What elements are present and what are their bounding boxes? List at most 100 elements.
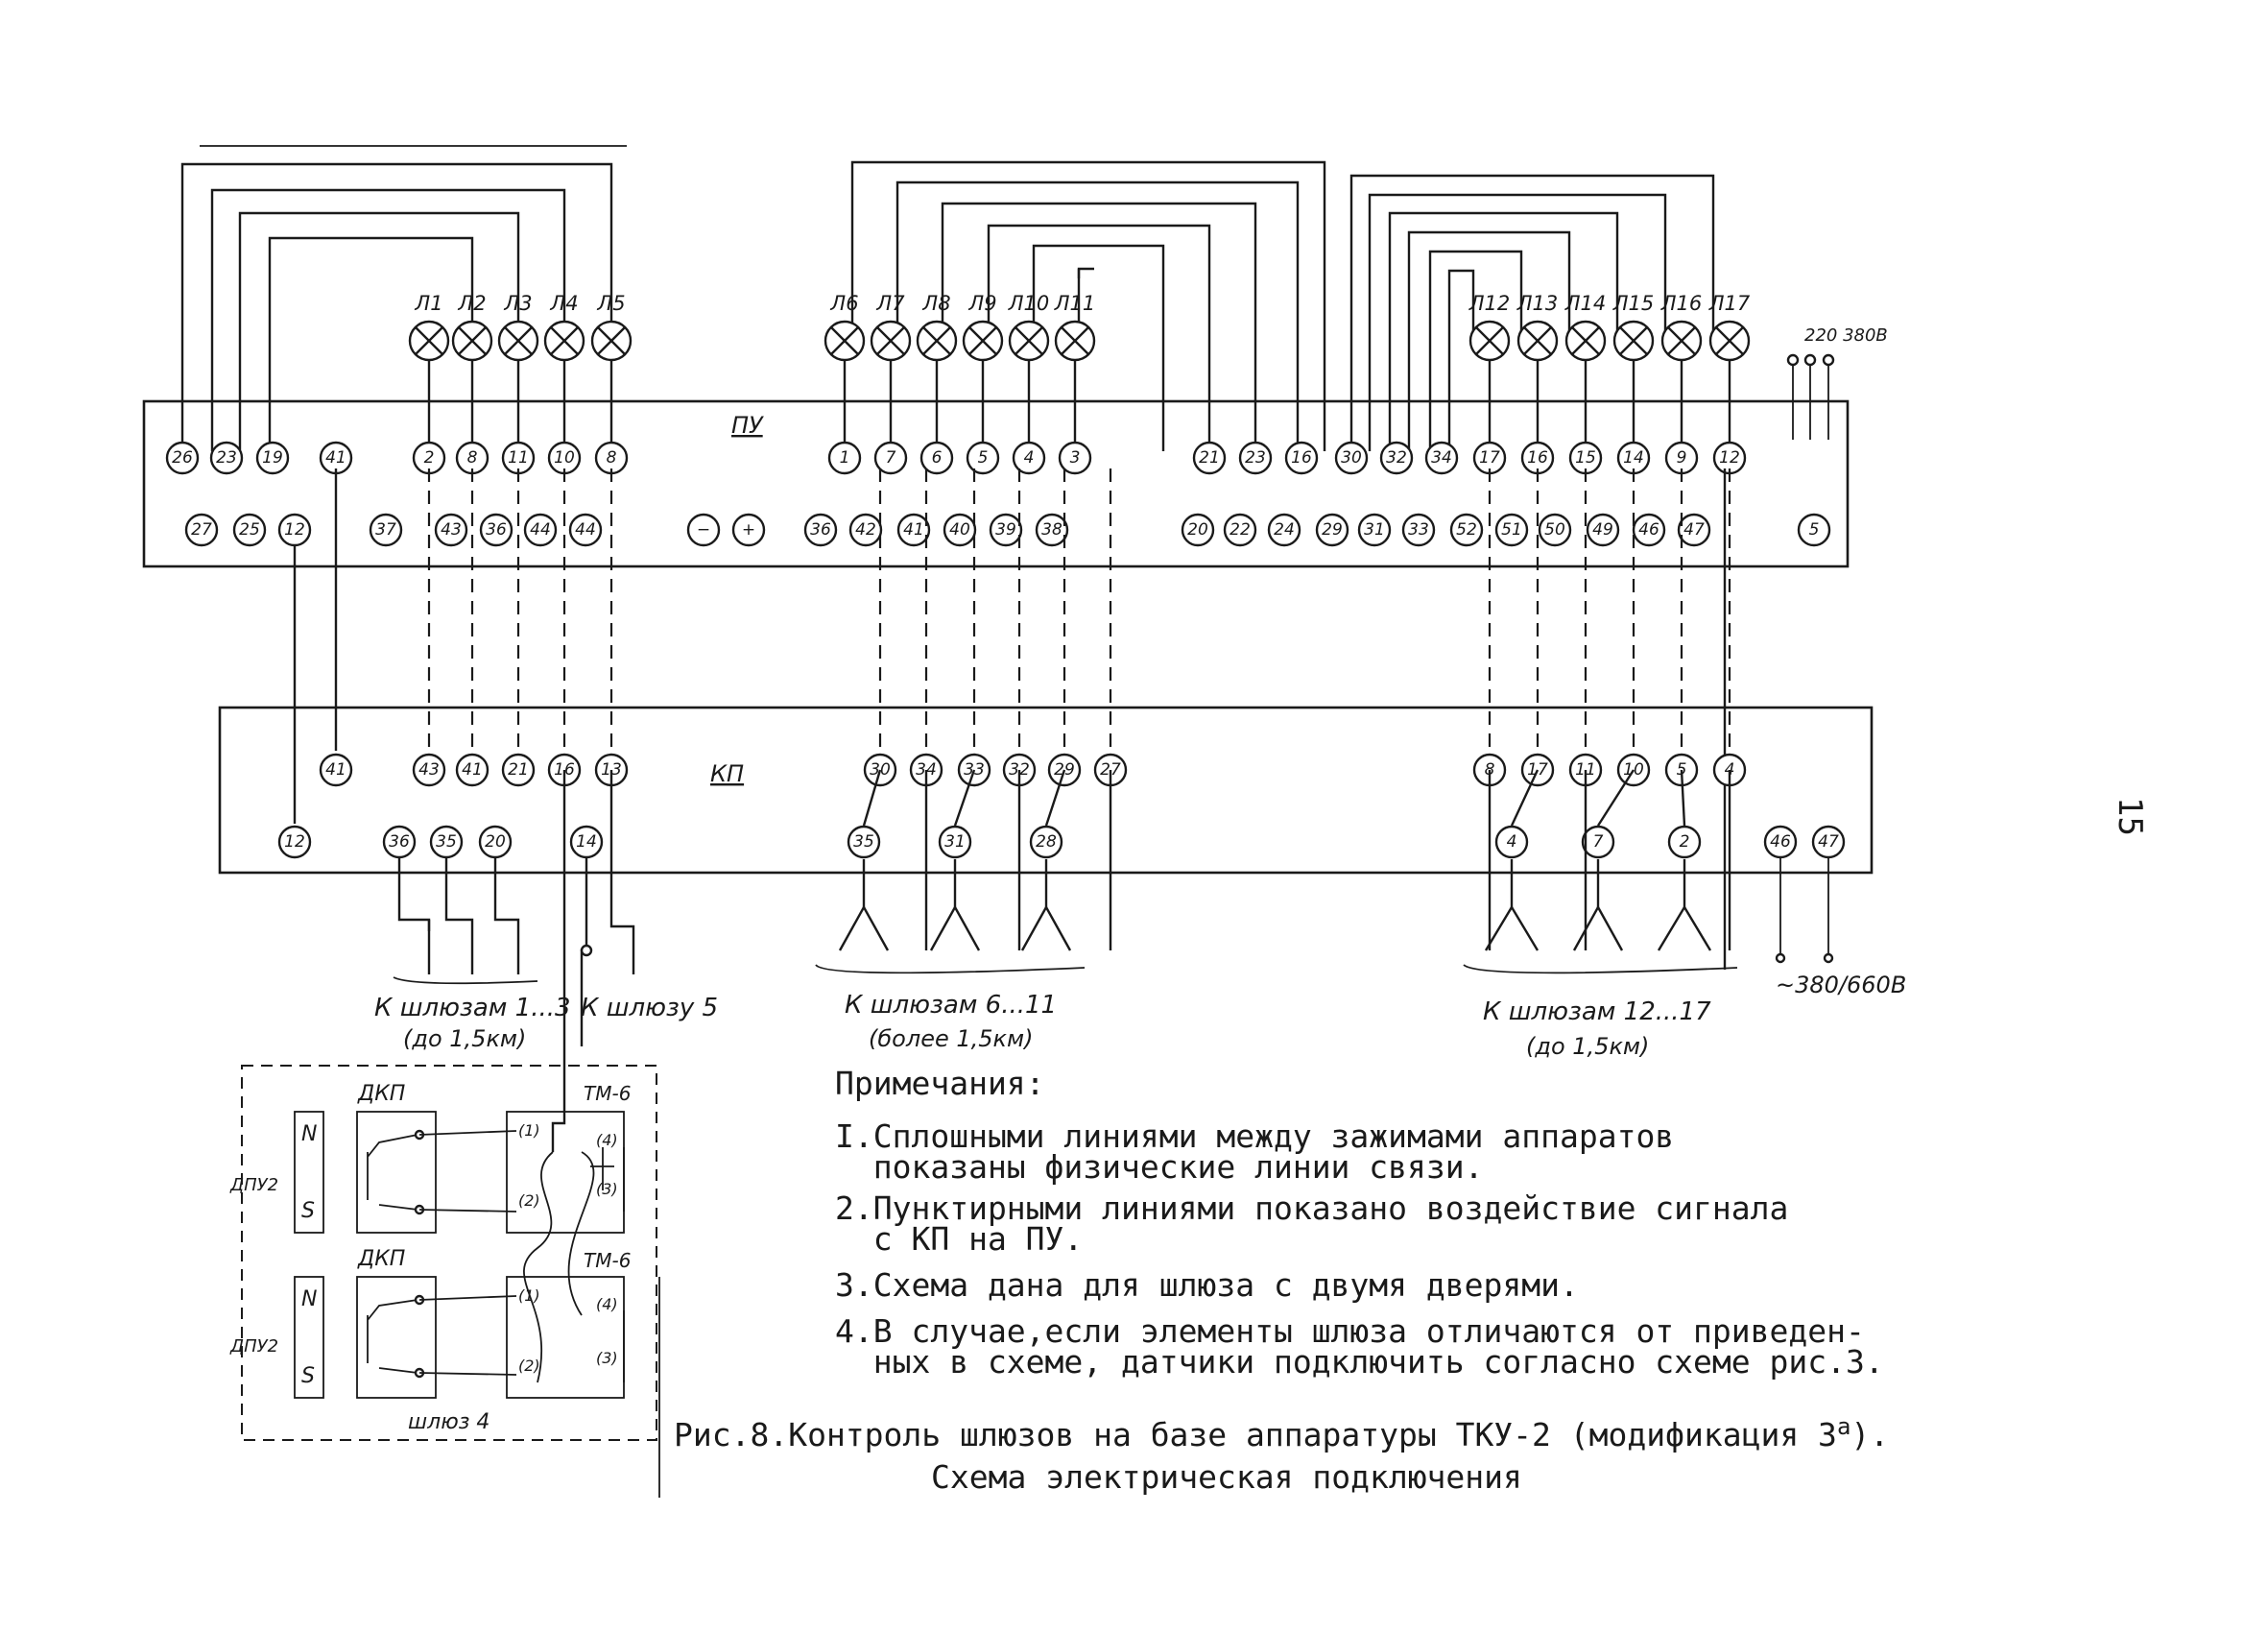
- lamp-1-4: Л4: [543, 292, 585, 451]
- pu-bottom-terminal-3: 12: [277, 513, 312, 547]
- pu-bottom-terminal-25: 50: [1538, 513, 1572, 547]
- pu-top-terminal-10: 1: [827, 441, 862, 475]
- lamp-1-2: Л2: [451, 292, 493, 451]
- pu-bottom-terminal-1: 27: [184, 513, 219, 547]
- pu-top-terminal-13: 5: [966, 441, 1000, 475]
- pu-top-terminal-21: 34: [1424, 441, 1459, 475]
- terminal-number: 35: [853, 832, 874, 852]
- lamp-2-5: Л10: [1008, 292, 1050, 451]
- pu-top-terminal-12: 6: [919, 441, 954, 475]
- lamp-label: Л15: [1612, 292, 1655, 315]
- pu-bottom-terminal-16: 38: [1035, 513, 1069, 547]
- terminal-number: 35: [436, 832, 457, 852]
- note-line-1: I.Сплошными линиями между зажимами аппар…: [835, 1117, 1674, 1155]
- pu-top-terminal-19: 30: [1334, 441, 1369, 475]
- svg-text:(4): (4): [596, 1295, 618, 1313]
- pu-bottom-terminal-29: 5: [1797, 513, 1831, 547]
- pu-bottom-terminal-21: 31: [1357, 513, 1392, 547]
- terminal-number: 44: [575, 520, 596, 540]
- pu-bottom-terminal-23: 52: [1449, 513, 1484, 547]
- terminal-number: 11: [508, 448, 529, 468]
- terminal-number: 46: [1770, 832, 1791, 852]
- terminal-number: 34: [1431, 448, 1452, 468]
- note-line-2: показаны физические линии связи.: [835, 1148, 1484, 1186]
- terminal-number: 36: [810, 520, 831, 540]
- terminal-number: 37: [375, 520, 396, 540]
- pu-bottom-terminal-10: +: [731, 513, 766, 547]
- lamp-label: Л10: [1008, 292, 1050, 315]
- sluice4-label: шлюз 4: [408, 1410, 489, 1434]
- svg-text:(4): (4): [596, 1131, 618, 1149]
- pu-bottom-terminal-13: 41: [896, 513, 931, 547]
- sluice-captions: К шлюзам 1...3 (до 1,5км) К шлюзу 5 К шл…: [374, 972, 1906, 1060]
- svg-text:ДКП: ДКП: [357, 1082, 405, 1106]
- terminal-number: 36: [389, 832, 410, 852]
- pu-bottom-terminal-17: 20: [1181, 513, 1215, 547]
- lamp-label: Л6: [829, 292, 858, 315]
- lamp-3-6: Л17: [1708, 292, 1751, 451]
- svg-text:ДПУ2: ДПУ2: [229, 1336, 278, 1357]
- kp-bottom-terminal-1: 12: [277, 825, 312, 859]
- svg-text:ДКП: ДКП: [357, 1247, 405, 1271]
- terminal-number: 38: [1041, 520, 1062, 540]
- terminal-number: 41: [903, 520, 924, 540]
- pu-bottom-terminal-8: 44: [568, 513, 603, 547]
- terminal-number: 7: [1593, 832, 1604, 852]
- pu-bottom-terminal-6: 36: [479, 513, 513, 547]
- terminal-number: 36: [486, 520, 507, 540]
- kp-bottom-terminal-6: 35: [847, 825, 881, 859]
- kp-label: КП: [710, 760, 744, 787]
- lamp-label: Л7: [875, 292, 905, 315]
- terminal-number: 12: [284, 832, 305, 852]
- terminal-number: 41: [462, 760, 483, 780]
- lamp-3-5: Л16: [1660, 292, 1702, 451]
- terminal-number: 4: [1507, 832, 1517, 852]
- kp-top-terminal-1: 41: [319, 753, 353, 787]
- lamp-label: Л14: [1564, 292, 1607, 315]
- svg-text:S: S: [301, 1364, 315, 1388]
- terminal-number: 28: [1036, 832, 1057, 852]
- terminal-number: 6: [932, 448, 943, 468]
- svg-text:ТМ-6: ТМ-6: [584, 1082, 631, 1105]
- terminal-number: 5: [1809, 520, 1820, 540]
- lamp-3-1: Л12: [1468, 292, 1510, 451]
- svg-text:(3): (3): [596, 1349, 618, 1367]
- pu-bottom-terminal-14: 40: [943, 513, 977, 547]
- terminal-number: 43: [441, 520, 462, 540]
- lamp-label: Л5: [596, 292, 625, 315]
- lamp-label: Л9: [967, 292, 996, 315]
- terminal-number: 51: [1501, 520, 1522, 540]
- terminal-number: 14: [1623, 448, 1644, 468]
- notes-block: Примечания: I.Сплошными линиями между за…: [835, 1065, 1884, 1381]
- lamp-1-5: Л5: [590, 292, 633, 451]
- terminal-number: 52: [1456, 520, 1477, 540]
- terminal-number: 16: [1527, 448, 1548, 468]
- kp-top-terminal-2: 43: [412, 753, 446, 787]
- caption-sluice-5: К шлюзу 5: [581, 994, 718, 1022]
- terminal-number: 23: [216, 448, 237, 468]
- kp-bottom-terminal-9: 4: [1494, 825, 1529, 859]
- terminal-number: −: [697, 520, 710, 540]
- svg-text:(2): (2): [518, 1357, 540, 1375]
- terminal-number: 40: [949, 520, 970, 540]
- terminal-number: 20: [485, 832, 506, 852]
- terminal-number: 16: [1291, 448, 1312, 468]
- terminal-number: 1: [840, 448, 850, 468]
- terminal-number: 41: [325, 760, 346, 780]
- lamp-label: Л11: [1054, 292, 1096, 315]
- voltage-bottom-label: ~380/660В: [1776, 972, 1906, 998]
- pu-bottom-terminal-19: 24: [1267, 513, 1301, 547]
- note-line-4: с КП на ПУ.: [835, 1220, 1083, 1258]
- terminal-number: 19: [262, 448, 283, 468]
- voltage-top-label: 220 380В: [1804, 325, 1888, 346]
- pu-bottom-terminal-15: 39: [989, 513, 1023, 547]
- terminal-number: 32: [1386, 448, 1407, 468]
- terminal-number: 47: [1683, 520, 1705, 540]
- terminal-number: 3: [1070, 448, 1081, 468]
- terminal-number: 41: [325, 448, 346, 468]
- top-wiring: [180, 145, 1715, 451]
- caption-sluice-6-11-distance: (более 1,5км): [869, 1025, 1033, 1052]
- lamp-2-6: Л11: [1054, 292, 1096, 451]
